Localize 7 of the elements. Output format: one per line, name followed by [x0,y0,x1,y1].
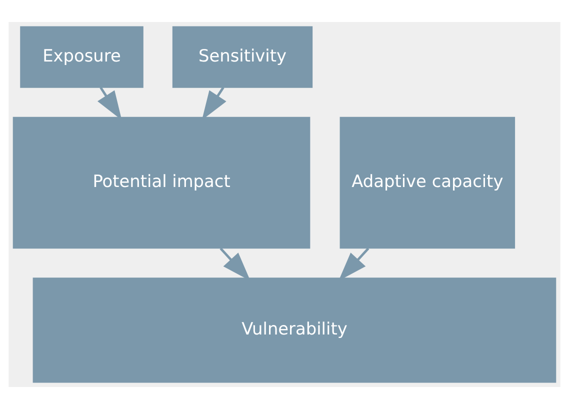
node-box: Sensitivity [172,26,313,88]
node-box: Exposure [20,26,144,88]
arrow [338,248,370,281]
node-box: Potential impact [12,116,310,249]
node-box: Adaptive capacity [340,116,516,249]
arrow [220,248,250,281]
node-box: Vulnerability [32,278,556,383]
